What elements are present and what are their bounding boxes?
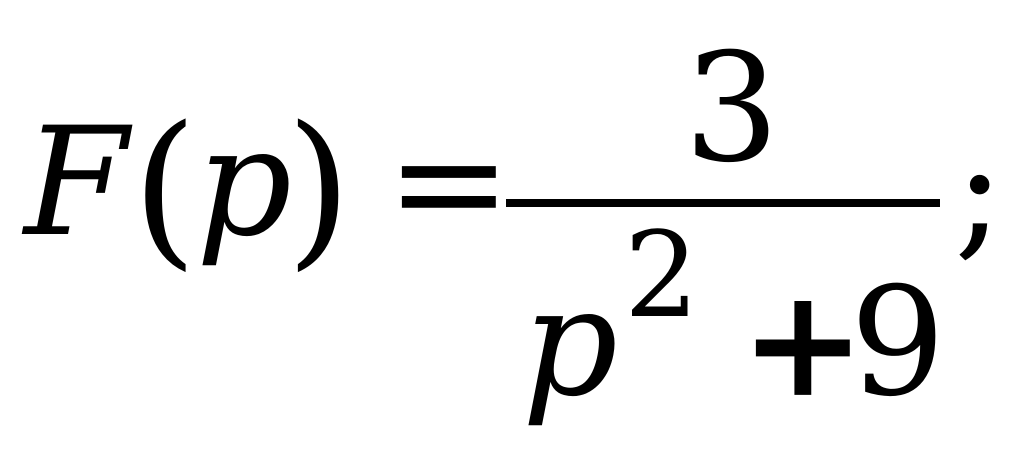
fraction-numerator: 3 <box>684 22 780 196</box>
denominator-constant: 9 <box>850 256 946 430</box>
argument-variable: p <box>196 96 293 270</box>
open-parenthesis: ( <box>132 90 198 286</box>
exponent: 2 <box>624 206 700 344</box>
plus-sign: + <box>740 255 866 431</box>
close-parenthesis: ) <box>286 90 352 286</box>
fraction-bar <box>506 199 940 207</box>
equals-sign: = <box>386 96 512 270</box>
denominator-variable: p <box>522 256 619 430</box>
semicolon: ; <box>954 102 1005 276</box>
function-name: F <box>24 96 129 270</box>
